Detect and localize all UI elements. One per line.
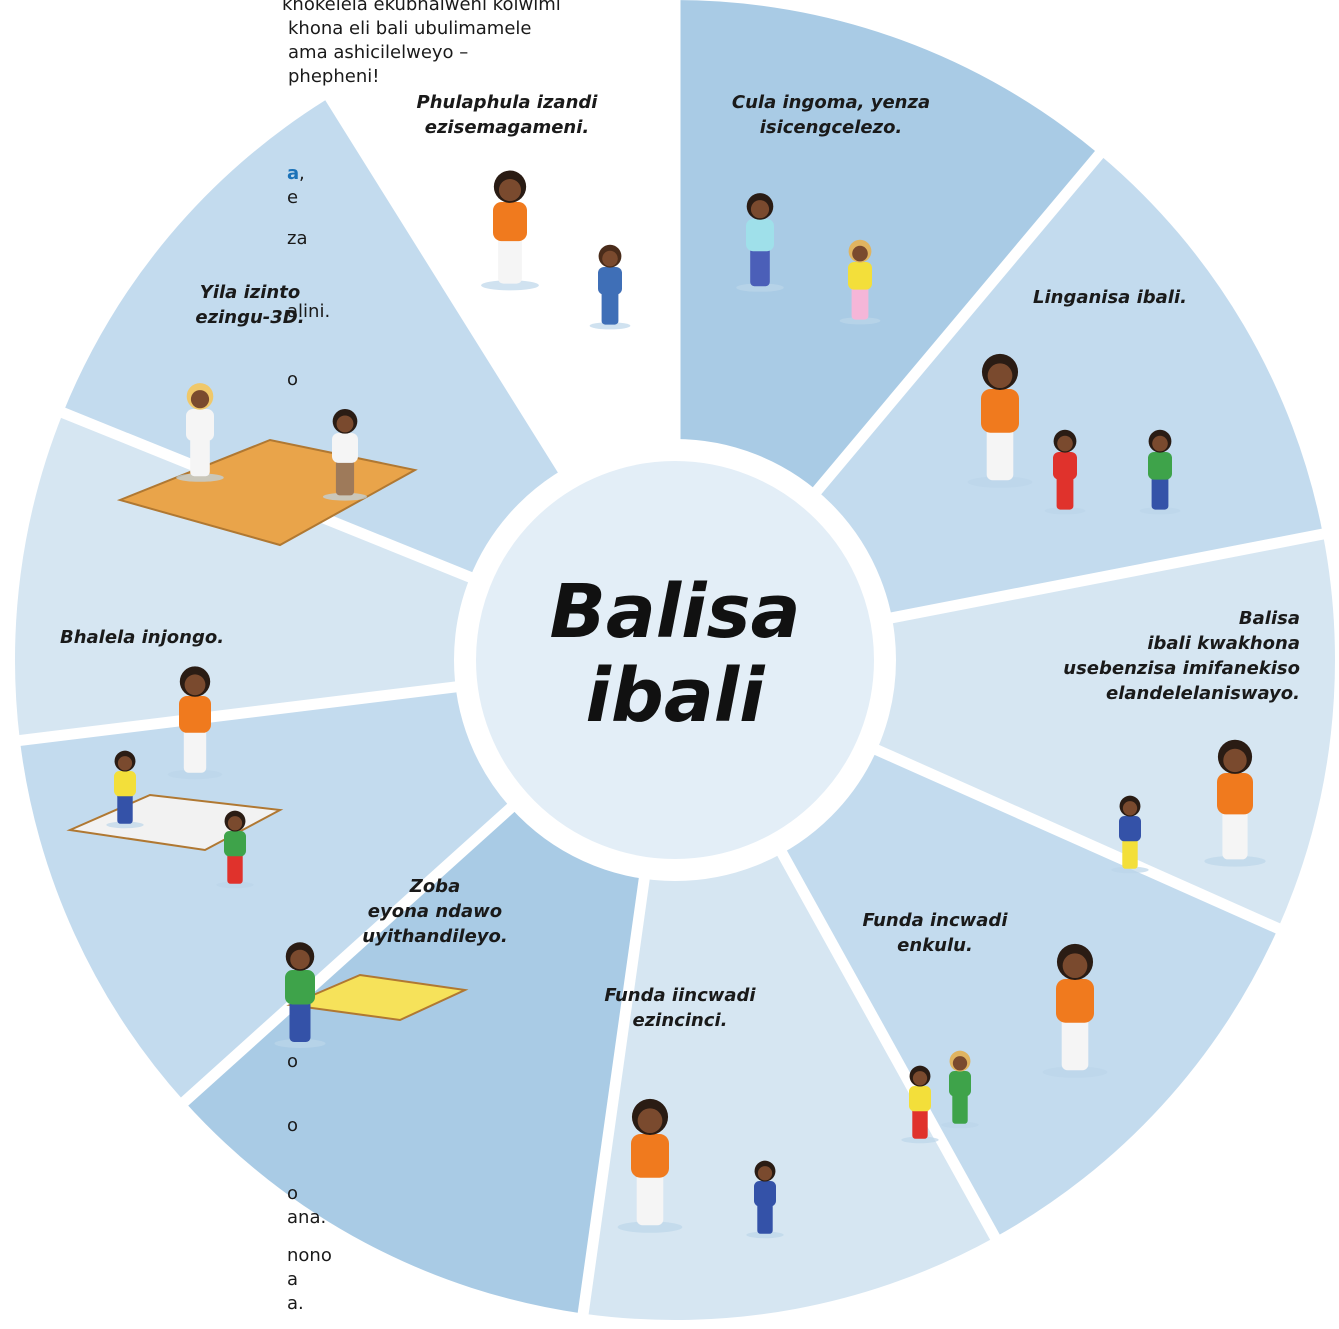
left-text-fragment: alini.	[287, 301, 331, 322]
left-text-fragment: o	[287, 1115, 299, 1136]
activity-label-small-books: Funda iincwadi ezincinci.	[604, 985, 756, 1031]
left-text-fragment: a.	[287, 1293, 304, 1314]
left-text-accent: a	[287, 163, 300, 184]
left-text-fragment: ana.	[287, 1207, 327, 1228]
center-circle	[454, 439, 896, 881]
left-text-fragment: o	[287, 1183, 299, 1204]
center-title: Balisa ibali	[549, 569, 801, 739]
small-book-illustration	[617, 1098, 784, 1239]
listening-illustration	[481, 170, 631, 330]
activity-label-model: Yila izinto ezingu-3D.	[195, 282, 305, 328]
drawing-illustration	[274, 942, 326, 1048]
left-text-line: ama ashicilelweyo –	[288, 42, 469, 63]
left-text-fragment: a	[287, 1269, 299, 1290]
activity-label-act: Linganisa ibali.	[1033, 287, 1187, 308]
activity-label-sing: Cula ingoma, yenza isicengcelezo.	[731, 92, 931, 138]
left-text-fragment: za	[287, 228, 308, 249]
activity-label-listen: Phulaphula izandi ezisemagameni.	[416, 92, 598, 138]
activity-label-big-book: Funda incwadi enkulu.	[862, 910, 1008, 956]
activity-label-write: Bhalela injongo.	[60, 627, 225, 648]
writing-illustration	[106, 666, 254, 889]
illustrations	[66, 170, 1266, 1239]
left-text-line: khokelela ekubhalweni kolwimi	[282, 0, 561, 15]
activity-label-retell: Balisa ibali kwakhona usebenzisa imifane…	[1063, 608, 1300, 704]
big-book-illustration	[901, 943, 1108, 1144]
acting-illustration	[967, 353, 1181, 515]
left-text-comma: ,	[299, 163, 305, 184]
activity-label-draw: Zoba eyona ndawo uyithandileyo.	[362, 876, 508, 947]
picture-sequence-illustration	[1111, 739, 1266, 874]
drawing-table	[286, 973, 469, 1022]
modelling-illustration	[176, 383, 368, 501]
singing-illustration	[736, 193, 881, 325]
left-text-fragment: o	[287, 1051, 299, 1072]
left-text-line: phepheni!	[288, 66, 380, 87]
left-text-fragment: e	[287, 187, 299, 208]
left-text-line: khona eli bali ubulimamele	[288, 18, 532, 39]
left-text-fragment: o	[287, 369, 299, 390]
left-text-fragment: nono	[287, 1245, 332, 1266]
